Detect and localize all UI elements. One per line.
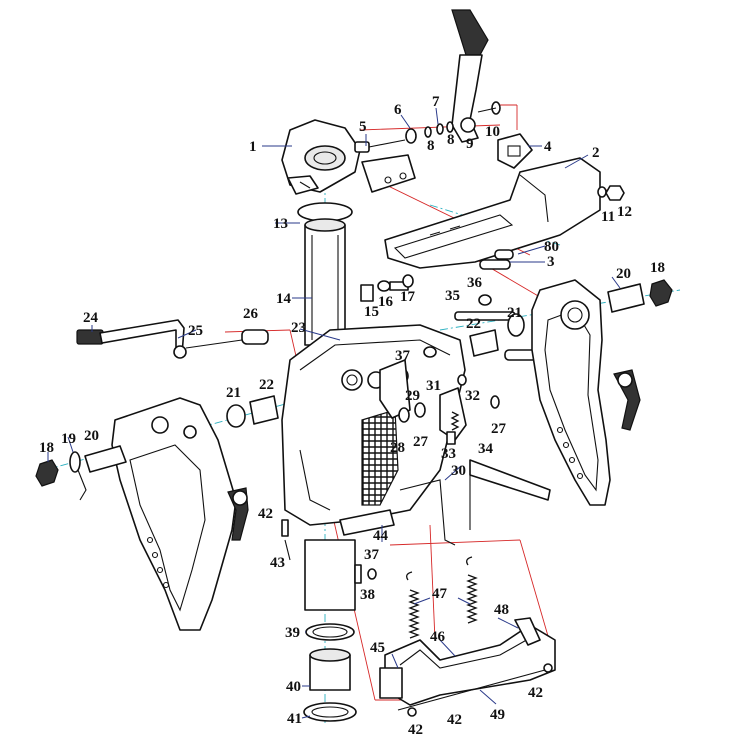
springs-47 — [406, 556, 478, 639]
tiller-housing — [384, 157, 601, 269]
callout-17: 17 — [400, 289, 416, 305]
callout-42-lower-c: 42 — [528, 685, 543, 701]
pins-42-44 — [281, 509, 395, 561]
callout-37-lower: 37 — [364, 547, 380, 563]
lower-shaft-assembly — [303, 539, 357, 722]
callout-20-right: 20 — [616, 266, 631, 282]
callout-14: 14 — [276, 291, 292, 307]
callout-15: 15 — [364, 304, 379, 320]
callout-30: 30 — [451, 463, 466, 479]
right-hardware — [607, 279, 673, 313]
callout-20-left: 20 — [84, 428, 99, 444]
lower-bracket — [379, 617, 556, 717]
callout-32: 32 — [465, 388, 480, 404]
callout-38: 38 — [360, 587, 375, 603]
callout-11: 11 — [601, 209, 615, 225]
callout-16: 16 — [378, 294, 394, 310]
callout-33: 33 — [441, 446, 456, 462]
left-clamp-bracket — [111, 397, 249, 631]
callout-13: 13 — [273, 216, 288, 232]
callout-36: 36 — [467, 275, 483, 291]
nut-11-12 — [597, 185, 625, 201]
pins-3-80-36 — [478, 249, 514, 306]
callout-21-right: 21 — [507, 305, 522, 321]
callout-2: 2 — [592, 145, 600, 161]
callout-31: 31 — [426, 378, 441, 394]
mounting-plate — [361, 154, 416, 193]
callout-42-left: 42 — [258, 506, 273, 522]
callout-4: 4 — [544, 139, 552, 155]
callout-9: 9 — [466, 136, 474, 152]
pins-37-38 — [354, 346, 437, 584]
callout-47: 47 — [432, 586, 448, 602]
callout-24: 24 — [83, 310, 99, 326]
callout-39: 39 — [285, 625, 300, 641]
callout-35: 35 — [445, 288, 460, 304]
callout-42-lower-b: 42 — [447, 712, 462, 728]
callout-49: 49 — [490, 707, 505, 723]
callout-23: 23 — [291, 320, 306, 336]
callout-10: 10 — [485, 124, 500, 140]
callout-12: 12 — [617, 204, 632, 220]
right-clamp-bracket — [531, 279, 641, 506]
callout-42-lower-a: 42 — [408, 722, 423, 738]
callout-43: 43 — [270, 555, 285, 571]
callout-7: 7 — [432, 94, 440, 110]
callout-22-right: 22 — [466, 316, 481, 332]
tilt-link — [399, 459, 551, 546]
hardware-5-10 — [354, 101, 501, 153]
lock-rod — [76, 319, 269, 359]
callout-3: 3 — [547, 254, 555, 270]
callout-44: 44 — [373, 528, 389, 544]
callout-27-right: 27 — [491, 421, 507, 437]
callout-45: 45 — [370, 640, 385, 656]
callout-22-left: 22 — [259, 377, 274, 393]
callout-18-right: 18 — [650, 260, 665, 276]
callout-labels: 1 2 3 4 5 6 7 8 8 9 10 11 12 13 14 15 16… — [39, 94, 665, 738]
callout-37-upper: 37 — [395, 348, 411, 364]
tiller-arm — [451, 9, 489, 143]
callout-41: 41 — [287, 711, 302, 727]
callout-18-left: 18 — [39, 440, 54, 456]
callout-26: 26 — [243, 306, 259, 322]
callout-80: 80 — [544, 239, 559, 255]
callout-25: 25 — [188, 323, 203, 339]
callout-40: 40 — [286, 679, 301, 695]
swivel-housing — [281, 324, 466, 526]
callout-34: 34 — [478, 441, 494, 457]
callout-48: 48 — [494, 602, 509, 618]
callout-27-center: 27 — [413, 434, 429, 450]
fasteners-15-17 — [360, 274, 414, 302]
center-hardware — [398, 374, 500, 445]
left-hardware — [35, 395, 279, 501]
leader-lines — [47, 107, 621, 719]
bushing-4 — [497, 133, 533, 169]
callout-6: 6 — [394, 102, 402, 118]
callout-28: 28 — [390, 440, 405, 456]
callout-21-left: 21 — [226, 385, 241, 401]
callout-46: 46 — [430, 629, 446, 645]
callout-29: 29 — [405, 388, 420, 404]
swivel-bracket-top — [281, 119, 361, 195]
callout-8a: 8 — [427, 138, 435, 154]
callout-19: 19 — [61, 431, 76, 447]
callout-8b: 8 — [447, 132, 455, 148]
callout-1: 1 — [249, 139, 257, 155]
callout-5: 5 — [359, 119, 367, 135]
steering-column — [297, 202, 353, 346]
